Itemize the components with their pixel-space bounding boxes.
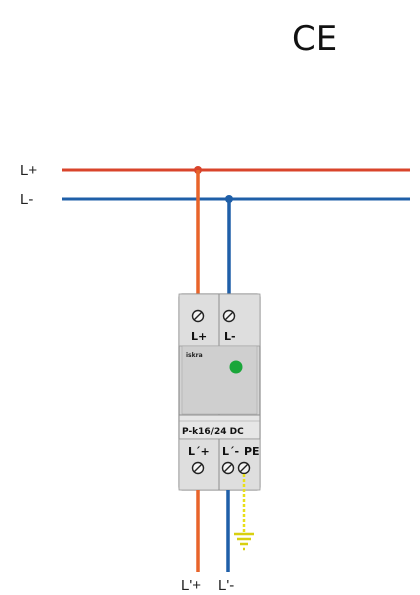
- ground-symbol-icon: [234, 532, 254, 551]
- terminal-label-l-minus: L-: [224, 330, 236, 343]
- terminal-screw-icon: [222, 309, 236, 323]
- terminal-label-l-plus: L+: [191, 330, 207, 343]
- terminal-label-out-plus: L´+: [188, 445, 210, 458]
- negative-rail-label: L-: [20, 191, 33, 208]
- positive-rail-label: L+: [20, 162, 37, 179]
- ce-mark: CE: [292, 19, 337, 59]
- status-indicator-led: [229, 360, 243, 374]
- brand-logo: iskra: [186, 352, 203, 359]
- terminal-label-out-minus: L´-: [222, 445, 239, 458]
- terminal-screw-icon: [191, 461, 205, 475]
- model-label: P-k16/24 DC: [182, 427, 244, 437]
- surge-protector-device: [178, 293, 261, 491]
- terminal-screw-icon: [221, 461, 235, 475]
- output-label-negative: L'-: [218, 577, 234, 594]
- terminal-screw-icon: [237, 461, 251, 475]
- terminal-screw-icon: [191, 309, 205, 323]
- output-label-positive: L'+: [181, 577, 201, 594]
- terminal-label-pe: PE: [244, 445, 260, 458]
